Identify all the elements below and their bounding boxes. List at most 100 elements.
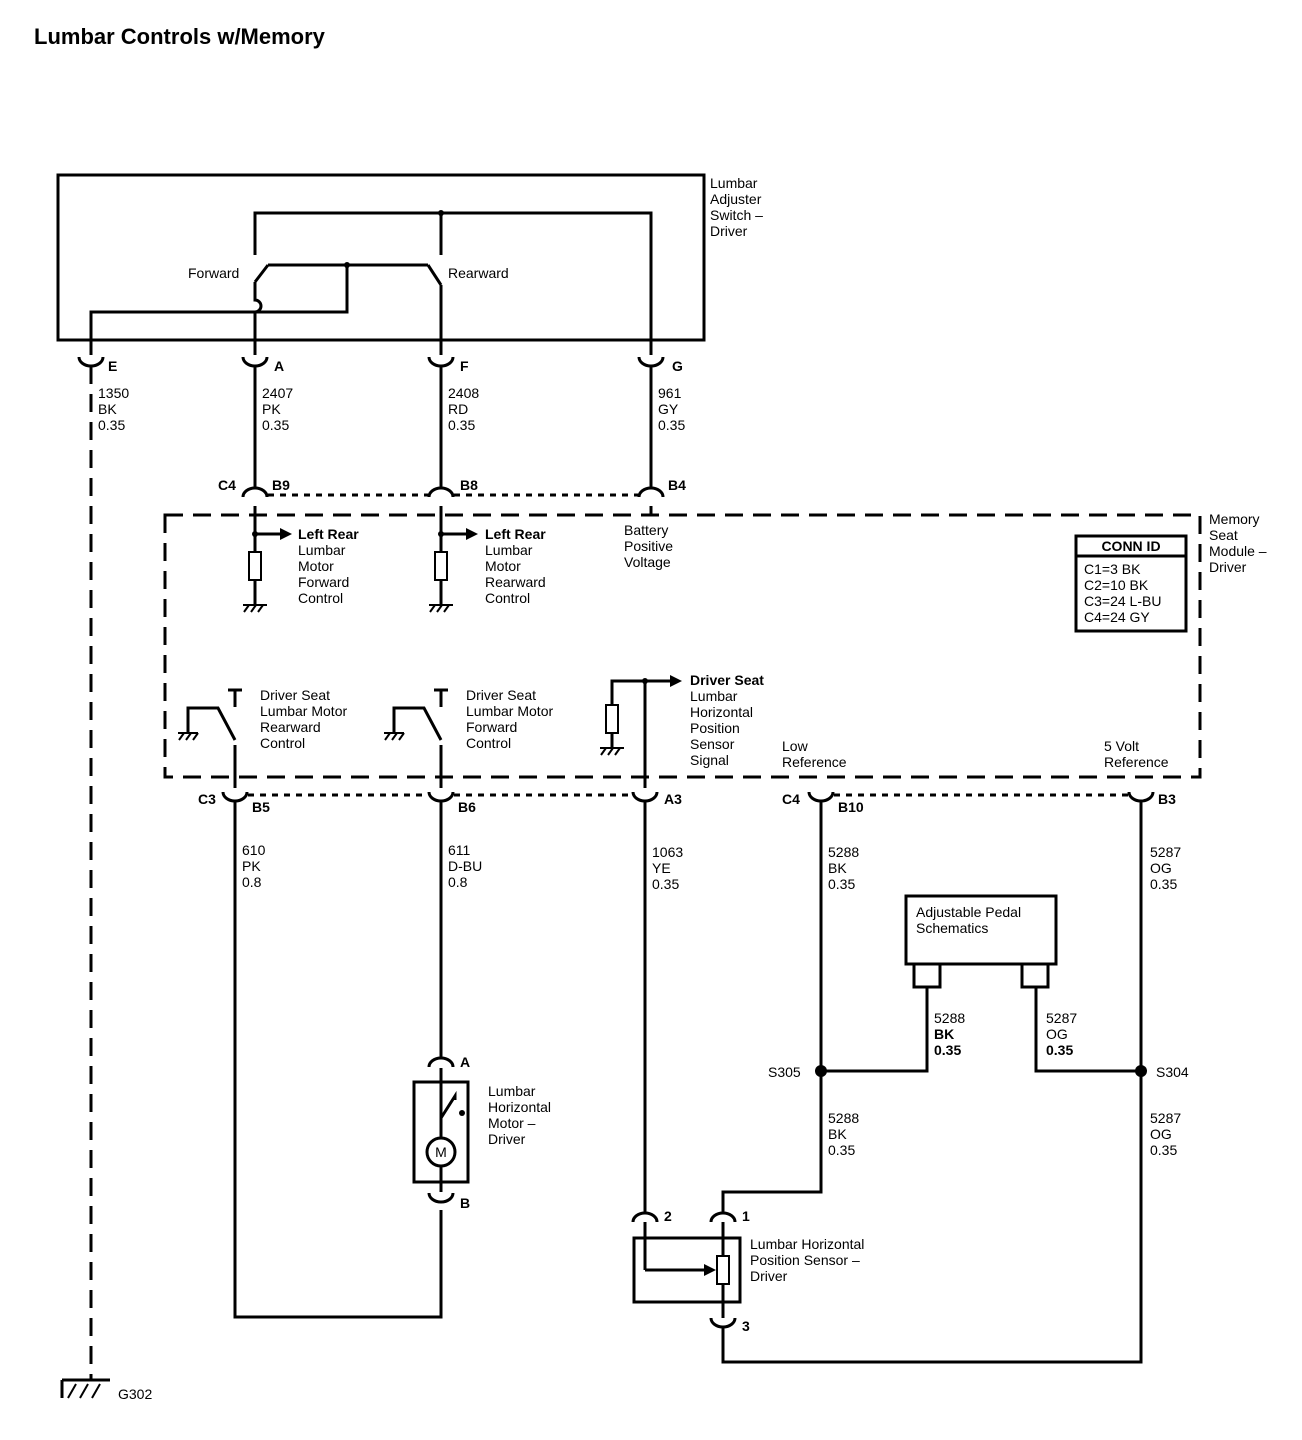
svg-text:961: 961: [658, 385, 682, 401]
bottom-circuit-labels: 610 PK 0.8 611 D-BU 0.8 1063 YE 0.35 528…: [242, 842, 1181, 892]
svg-text:5287: 5287: [1150, 1110, 1181, 1126]
module-bottom-connectors: C3 B5 B6 A3 C4 B10 B3: [198, 791, 1176, 815]
top-circuit-labels: 1350 BK 0.35 2407 PK 0.35 2408 RD 0.35 9…: [98, 385, 685, 433]
svg-text:OG: OG: [1150, 1126, 1172, 1142]
svg-text:611: 611: [448, 842, 471, 858]
svg-text:B3: B3: [1158, 791, 1176, 807]
lumbar-horizontal-motor: A M B Lumbar Horizontal Motor – Driver: [412, 1054, 551, 1211]
svg-text:C4: C4: [782, 791, 800, 807]
internal-rearward-control: [429, 506, 478, 613]
svg-text:Seat: Seat: [1209, 527, 1238, 543]
sensor-signal-label: Driver Seat Lumbar Horizontal Position S…: [690, 672, 764, 768]
switch-to-module-wires: [253, 366, 653, 487]
svg-text:OG: OG: [1046, 1026, 1068, 1042]
svg-text:Lumbar Motor: Lumbar Motor: [260, 703, 347, 719]
svg-text:Motor: Motor: [298, 558, 334, 574]
svg-text:Lumbar: Lumbar: [298, 542, 346, 558]
svg-text:0.35: 0.35: [98, 417, 125, 433]
splice-s305: S305: [768, 1064, 801, 1080]
svg-text:Lumbar: Lumbar: [690, 688, 738, 704]
svg-text:Driver Seat: Driver Seat: [690, 672, 764, 688]
svg-text:Motor: Motor: [485, 558, 521, 574]
reference-labels: Low Reference 5 Volt Reference: [782, 738, 1169, 770]
svg-text:GY: GY: [658, 401, 679, 417]
lumbar-position-sensor: 2 1 3 Lumbar Horizontal Position Sensor …: [631, 1208, 864, 1334]
svg-text:Position: Position: [690, 720, 740, 736]
svg-text:D-BU: D-BU: [448, 858, 482, 874]
module-top-connector: C4 B9 B8 B4: [218, 477, 686, 498]
svg-text:Control: Control: [298, 590, 343, 606]
svg-text:Lumbar: Lumbar: [710, 175, 758, 191]
svg-text:3: 3: [742, 1318, 750, 1334]
svg-text:0.35: 0.35: [658, 417, 685, 433]
svg-text:Sensor: Sensor: [690, 736, 735, 752]
svg-text:0.35: 0.35: [262, 417, 289, 433]
module-name-label: Memory Seat Module – Driver: [1209, 511, 1267, 575]
svg-text:0.35: 0.35: [828, 1142, 855, 1158]
svg-text:C3=24 L-BU: C3=24 L-BU: [1084, 593, 1161, 609]
adjustable-pedal-box: Adjustable Pedal Schematics 5288 BK 0.35…: [821, 894, 1141, 1073]
svg-text:2408: 2408: [448, 385, 479, 401]
svg-text:Adjustable Pedal: Adjustable Pedal: [916, 904, 1021, 920]
svg-text:0.8: 0.8: [242, 874, 262, 890]
svg-text:5288: 5288: [934, 1010, 965, 1026]
battery-positive-label: Battery Positive Voltage: [624, 506, 673, 570]
svg-text:PK: PK: [262, 401, 281, 417]
internal-switch-rearward: [178, 688, 242, 788]
page-title: Lumbar Controls w/Memory: [34, 24, 326, 49]
svg-text:Driver: Driver: [488, 1131, 526, 1147]
svg-text:B10: B10: [838, 799, 864, 815]
svg-text:Left Rear: Left Rear: [298, 526, 359, 542]
svg-text:B8: B8: [460, 477, 478, 493]
svg-text:BK: BK: [934, 1026, 954, 1042]
svg-text:C4=24 GY: C4=24 GY: [1084, 609, 1150, 625]
lower-circuit-labels: 5288 BK 0.35 5287 OG 0.35: [828, 1110, 1181, 1158]
svg-text:0.35: 0.35: [1046, 1042, 1073, 1058]
forward-label: Forward: [188, 265, 239, 281]
switch-connector-pins: E A F G: [77, 356, 683, 374]
svg-text:Driver Seat: Driver Seat: [466, 687, 536, 703]
ground-g302: G302: [60, 366, 152, 1402]
memory-seat-module-box: [163, 513, 1202, 779]
svg-text:Low: Low: [782, 738, 809, 754]
svg-text:B: B: [460, 1195, 470, 1211]
svg-text:Rearward: Rearward: [260, 719, 321, 735]
svg-text:Battery: Battery: [624, 522, 668, 538]
svg-text:2: 2: [664, 1208, 672, 1224]
svg-text:Driver Seat: Driver Seat: [260, 687, 330, 703]
svg-text:5287: 5287: [1046, 1010, 1077, 1026]
pin-e: E: [108, 358, 117, 374]
svg-text:B4: B4: [668, 477, 686, 493]
svg-text:Driver: Driver: [710, 223, 748, 239]
pin-f: F: [460, 358, 469, 374]
svg-text:0.35: 0.35: [934, 1042, 961, 1058]
svg-text:CONN ID: CONN ID: [1101, 538, 1160, 554]
splices: S305 S304: [768, 1064, 1189, 1080]
svg-text:PK: PK: [242, 858, 261, 874]
switch-internal-wiring: Forward Rearward: [89, 210, 653, 355]
svg-text:Control: Control: [260, 735, 305, 751]
svg-text:610: 610: [242, 842, 266, 858]
svg-text:Left Rear: Left Rear: [485, 526, 546, 542]
svg-text:BK: BK: [828, 860, 847, 876]
svg-text:0.35: 0.35: [1150, 876, 1177, 892]
splice-s304: S304: [1156, 1064, 1189, 1080]
svg-text:Driver: Driver: [1209, 559, 1247, 575]
fwd-ctrl-label: Left Rear Lumbar Motor Forward Control: [298, 526, 359, 606]
svg-text:Control: Control: [466, 735, 511, 751]
svg-text:OG: OG: [1150, 860, 1172, 876]
svg-text:Forward: Forward: [298, 574, 349, 590]
svg-text:0.35: 0.35: [448, 417, 475, 433]
svg-text:C4: C4: [218, 477, 236, 493]
svg-text:G302: G302: [118, 1386, 152, 1402]
pin-g: G: [672, 358, 683, 374]
svg-text:Rearward: Rearward: [485, 574, 546, 590]
svg-text:Lumbar Motor: Lumbar Motor: [466, 703, 553, 719]
svg-text:Lumbar: Lumbar: [488, 1083, 536, 1099]
svg-text:5288: 5288: [828, 1110, 859, 1126]
svg-text:1063: 1063: [652, 844, 683, 860]
svg-text:B5: B5: [252, 799, 270, 815]
svg-text:Control: Control: [485, 590, 530, 606]
bottom-wires: [233, 802, 1143, 1364]
